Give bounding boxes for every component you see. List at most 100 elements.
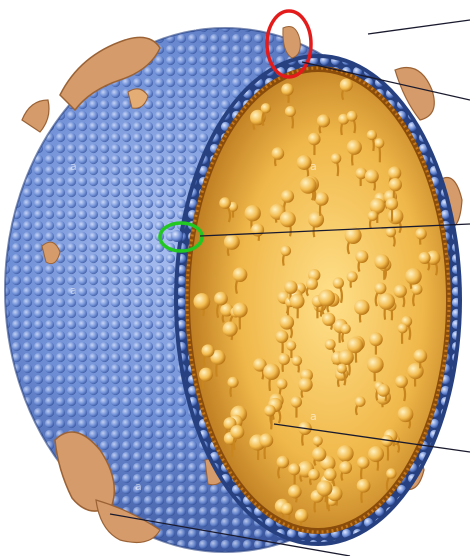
lipid-head bbox=[324, 468, 337, 481]
lipid-head bbox=[288, 485, 301, 498]
lipid-head bbox=[325, 339, 336, 350]
lipid-head bbox=[308, 211, 324, 227]
watermark-glyph: a bbox=[70, 284, 77, 297]
lipid-head bbox=[405, 268, 422, 285]
lipid-head bbox=[285, 106, 296, 117]
lipid-head bbox=[264, 405, 276, 417]
lipid-head bbox=[369, 332, 383, 346]
lipid-head bbox=[315, 192, 329, 206]
lipid-head bbox=[223, 321, 238, 336]
lipid-head bbox=[261, 103, 271, 113]
lipid-head bbox=[374, 282, 386, 294]
lipid-head bbox=[368, 211, 378, 221]
lipid-head bbox=[386, 198, 398, 210]
lipid-head bbox=[281, 83, 293, 95]
watermark-glyph: a bbox=[70, 160, 77, 173]
lipid-head bbox=[291, 396, 303, 408]
lipid-head bbox=[245, 205, 261, 221]
lipid-head bbox=[292, 355, 302, 365]
lipid-head bbox=[263, 363, 280, 380]
lipid-head bbox=[312, 447, 326, 461]
watermark-glyph: a bbox=[190, 20, 197, 33]
lipid-head bbox=[357, 479, 371, 493]
lipid-head bbox=[284, 281, 297, 294]
lipid-head bbox=[347, 271, 358, 282]
lipid-head bbox=[395, 375, 408, 388]
highlighted-lipid-head bbox=[171, 230, 183, 242]
lipid-head bbox=[277, 456, 290, 469]
lipid-head bbox=[286, 341, 296, 351]
lipid-head bbox=[272, 147, 285, 160]
lipid-head bbox=[214, 292, 228, 306]
inner-core bbox=[190, 72, 446, 528]
lipid-head bbox=[202, 344, 215, 357]
lipid-head bbox=[388, 208, 404, 224]
lipid-head bbox=[317, 480, 333, 496]
lipid-head bbox=[331, 153, 342, 164]
lipid-head bbox=[367, 130, 377, 140]
lipid-head bbox=[355, 250, 368, 263]
lipid-head bbox=[378, 293, 395, 310]
lipid-head bbox=[290, 294, 305, 309]
lipid-head bbox=[398, 323, 408, 333]
lipid-head bbox=[374, 254, 389, 269]
lipid-head bbox=[389, 178, 402, 191]
lipid-head bbox=[318, 289, 335, 306]
lipid-head bbox=[338, 349, 354, 365]
lipid-head bbox=[355, 396, 366, 407]
lipid-head bbox=[278, 353, 290, 365]
lipid-head bbox=[415, 228, 426, 239]
watermark-glyph: a bbox=[310, 410, 317, 423]
lipid-head bbox=[199, 368, 213, 382]
lipid-head bbox=[388, 166, 401, 179]
lipid-head bbox=[322, 313, 335, 326]
lipid-head bbox=[275, 330, 288, 343]
lipid-head bbox=[281, 190, 294, 203]
lipid-head bbox=[298, 377, 312, 391]
lipid-head bbox=[418, 252, 430, 264]
lipid-head bbox=[377, 384, 390, 397]
lipid-head bbox=[365, 169, 379, 183]
lipid-head bbox=[339, 461, 352, 474]
lipid-head bbox=[300, 177, 317, 194]
lipid-head bbox=[308, 133, 321, 146]
lipid-head bbox=[259, 433, 273, 447]
lipid-head bbox=[333, 277, 344, 288]
watermark-glyph: a bbox=[135, 480, 142, 493]
lipid-head bbox=[386, 468, 396, 478]
leader-line-1 bbox=[368, 20, 470, 34]
lipid-head bbox=[227, 377, 238, 388]
lipid-head bbox=[288, 463, 300, 475]
lipid-head bbox=[233, 267, 248, 282]
lipid-head bbox=[280, 315, 295, 330]
lipid-head bbox=[357, 456, 369, 468]
lipid-head bbox=[280, 245, 291, 256]
lipid-head bbox=[347, 140, 362, 155]
lipid-head bbox=[230, 425, 244, 439]
lipid-head bbox=[224, 234, 240, 250]
lipid-head bbox=[193, 293, 210, 310]
lipid-head bbox=[374, 138, 384, 148]
watermark-glyph: a bbox=[310, 160, 317, 173]
lipid-head bbox=[280, 211, 296, 227]
lipid-head bbox=[233, 302, 248, 317]
lipid-head bbox=[317, 114, 330, 127]
lipid-head bbox=[219, 197, 231, 209]
lipid-head bbox=[354, 300, 369, 315]
lipid-head bbox=[347, 111, 358, 122]
lipid-head bbox=[413, 349, 427, 363]
lipid-head bbox=[411, 284, 422, 295]
lipid-head bbox=[281, 503, 293, 515]
lipid-head bbox=[367, 356, 384, 373]
lipid-head bbox=[340, 79, 353, 92]
lipid-head bbox=[337, 445, 354, 462]
lipid-head bbox=[276, 378, 287, 389]
lipid-head bbox=[368, 446, 384, 462]
lipid-head bbox=[337, 364, 347, 374]
lipid-head bbox=[313, 436, 323, 446]
lipid-head bbox=[394, 284, 407, 297]
lipid-head bbox=[341, 324, 351, 334]
lipid-head bbox=[308, 469, 319, 480]
